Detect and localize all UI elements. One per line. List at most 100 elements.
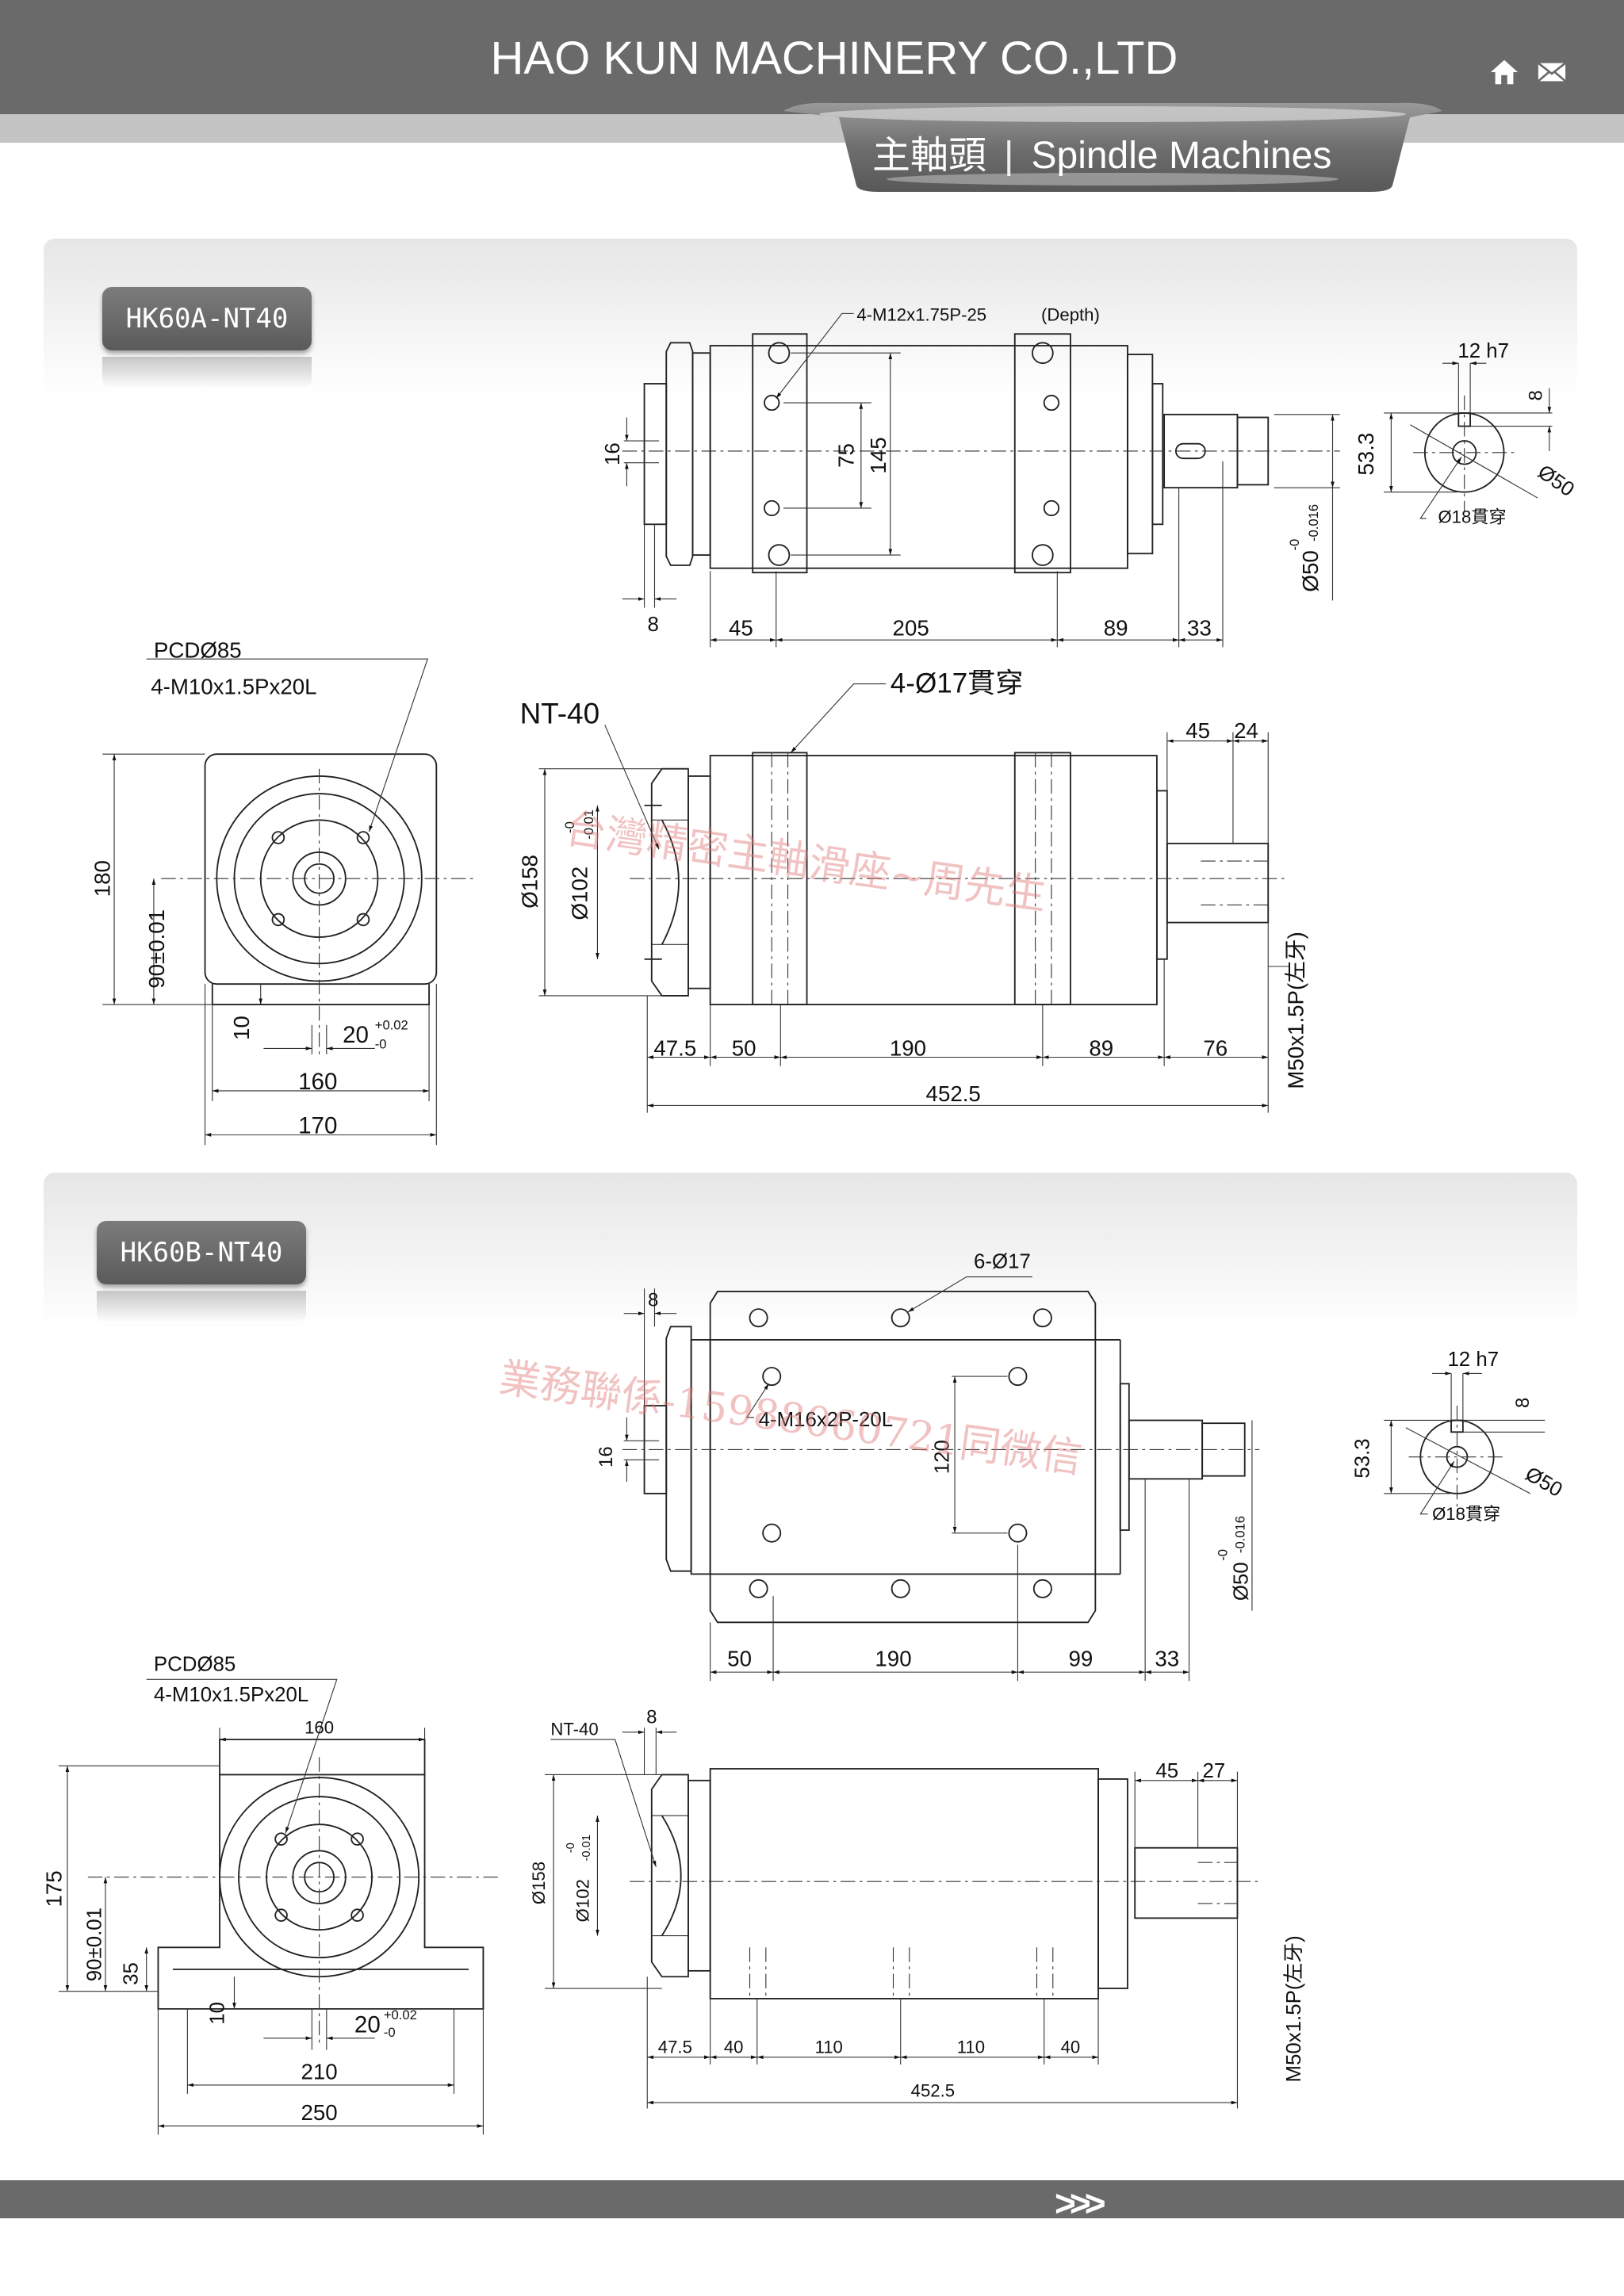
label-reflection (97, 1291, 306, 1322)
dimension-label: 27 (1203, 1760, 1226, 1782)
hk60a-shaft-end-view (1384, 361, 1553, 519)
dimension-label: 47.5 (658, 2037, 692, 2057)
dimension-label: 160 (304, 1718, 334, 1738)
section-title-cn: 主軸頭 (872, 135, 987, 177)
dimension-label: M50x1.5P(左牙) (1284, 932, 1308, 1089)
dimension-label: 190 (875, 1647, 911, 1671)
dimension-label: -0 (375, 1036, 387, 1051)
dimension-label: 8 (1526, 390, 1547, 400)
dimension-label: 33 (1187, 616, 1212, 641)
dimension-label: Ø50 (1230, 1562, 1252, 1601)
dimension-label: 20 (354, 2011, 381, 2038)
section-tab (783, 102, 1442, 192)
dimension-label: 8 (646, 1707, 657, 1728)
watermark-text: 台灣精密主軸滑座~周先生 (562, 805, 1049, 920)
dimension-label: 4-M10x1.5Px20L (151, 675, 316, 699)
dimension-label: 89 (1104, 616, 1128, 641)
section-title-en: Spindle Machines (1031, 135, 1332, 177)
dimension-label: 10 (207, 2002, 229, 2025)
dimension-label: 16 (596, 1446, 617, 1468)
hk60a-side-view (102, 658, 477, 1146)
dimension-label: 110 (957, 2037, 985, 2057)
dimension-label: 190 (890, 1036, 926, 1061)
dimension-label: 33 (1155, 1647, 1179, 1671)
product-label-hk60a: HK60A-NT40 (102, 287, 312, 350)
dimension-label: 47.5 (653, 1036, 696, 1061)
dimension-label: 8 (648, 1289, 658, 1311)
dimension-label: 6-Ø17 (974, 1250, 1031, 1272)
next-page-arrows[interactable]: >>> (1055, 2183, 1106, 2224)
dimension-label: 89 (1089, 1036, 1113, 1061)
dimension-label: 12 h7 (1457, 340, 1509, 362)
dimension-label: Ø50 (1534, 461, 1578, 501)
dimension-label: +0.02 (375, 1017, 408, 1032)
dimension-label: Ø50 (1298, 550, 1323, 591)
dimension-label: 90±0.01 (144, 909, 169, 989)
dimension-label: 40 (724, 2037, 744, 2057)
dimension-label: 45 (1155, 1760, 1178, 1782)
dimension-label: 4-M12x1.75P-25 (856, 305, 986, 325)
dimension-label: 45 (729, 616, 753, 641)
hk60a-front-view (538, 683, 1289, 1113)
dimension-label: PCDØ85 (154, 637, 242, 662)
dimension-label: 4-M10x1.5Px20L (154, 1684, 308, 1706)
mail-icon[interactable] (1537, 57, 1567, 87)
dimension-label: Ø158 (518, 855, 542, 909)
dimension-label: 12 h7 (1447, 1349, 1499, 1371)
dimension-label: 160 (298, 1069, 337, 1095)
header-icons (1489, 57, 1567, 87)
hk60a-top-view (622, 312, 1553, 648)
dimension-label: 120 (932, 1440, 954, 1474)
header-bar (0, 0, 1624, 114)
dimension-label: +0.02 (384, 2007, 417, 2022)
section-separator: | (1004, 135, 1014, 177)
dimension-label: -0.01 (581, 809, 596, 840)
dimension-label: Ø18貫穿 (1438, 507, 1506, 526)
dimension-label: -0 (562, 821, 577, 833)
dimension-label: 452.5 (926, 1081, 981, 1106)
dimension-label: 8 (1512, 1398, 1534, 1408)
dimension-label: 205 (893, 616, 929, 641)
dimension-label: Ø50 (1522, 1463, 1566, 1502)
dimension-label: 53.3 (1354, 433, 1378, 476)
dimension-label: 175 (42, 1870, 67, 1907)
dimension-label: 180 (90, 860, 115, 897)
dimension-label: 99 (1068, 1647, 1093, 1671)
dimension-label: 210 (301, 2060, 337, 2084)
dimension-label: 452.5 (911, 2081, 955, 2101)
dimension-label: Ø102 (573, 1879, 592, 1922)
watermark-text: 業務聯係-15988060721同微信 (496, 1354, 1085, 1483)
dimension-label: 35 (121, 1962, 143, 1985)
dimension-label: 24 (1234, 718, 1258, 743)
hk60b-side-view (58, 1678, 498, 2135)
label-reflection (102, 357, 312, 388)
section-title: 主軸頭 | Spindle Machines (872, 124, 1331, 179)
dimension-label: Ø102 (568, 867, 592, 920)
dimension-label: 250 (301, 2100, 337, 2125)
dimension-label: 8 (647, 614, 658, 636)
dimension-label: -0 (1287, 539, 1302, 551)
dimension-label: 75 (834, 443, 859, 468)
dimension-label: 53.3 (1352, 1438, 1374, 1478)
dimension-label: 50 (727, 1647, 752, 1671)
dimension-label: -0.016 (1306, 504, 1321, 541)
dimension-label: 16 (602, 442, 624, 465)
dimension-label: -0.016 (1233, 1516, 1248, 1553)
hk60b-shaft-end-view (1384, 1372, 1545, 1516)
dimension-label: 76 (1203, 1036, 1228, 1061)
home-icon[interactable] (1489, 57, 1519, 87)
dimension-label: 110 (815, 2037, 843, 2057)
dimension-label: 4-Ø17貫穿 (891, 668, 1024, 699)
dimension-label: NT-40 (550, 1720, 598, 1739)
dimension-label: -0 (384, 2025, 396, 2040)
dimension-label: M50x1.5P(左牙) (1282, 1935, 1305, 2082)
product-label-hk60b: HK60B-NT40 (97, 1221, 306, 1284)
dimension-label: 20 (343, 1022, 369, 1048)
dimension-label: -0 (565, 1843, 577, 1853)
dimension-label: 50 (732, 1036, 756, 1061)
dimension-label: Ø18貫穿 (1432, 1504, 1500, 1524)
dimension-label: -0 (1216, 1549, 1231, 1561)
dimension-label: 40 (1061, 2037, 1081, 2057)
dimension-label: 10 (229, 1016, 254, 1040)
